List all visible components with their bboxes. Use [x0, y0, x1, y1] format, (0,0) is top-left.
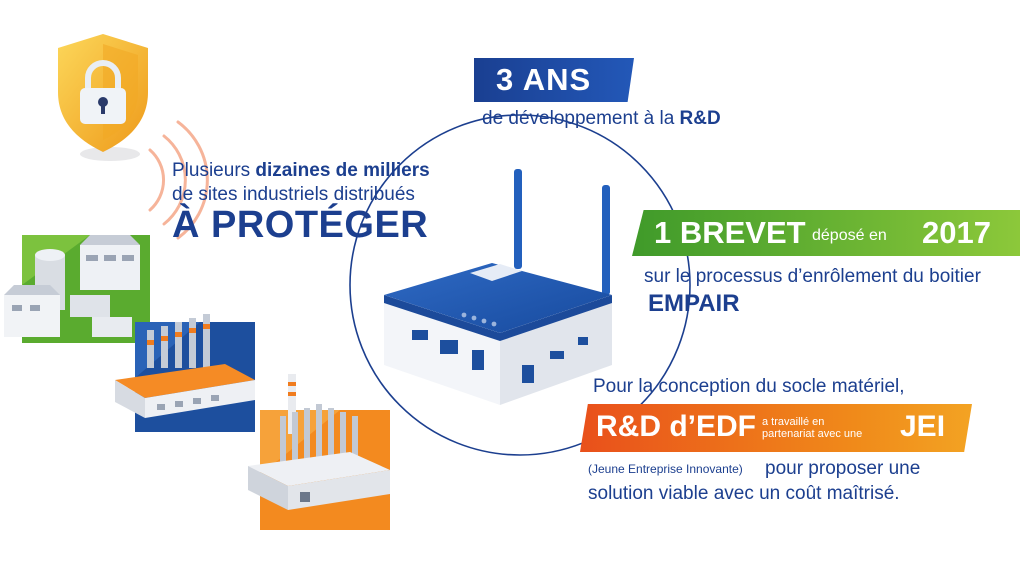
jei-line1: pour proposer une [765, 458, 921, 479]
patent-mid: déposé en [812, 227, 887, 244]
factory-icon [115, 314, 255, 432]
jei-label: JEI [900, 410, 946, 443]
jei-line2: solution viable avec un coût maîtrisé. [588, 483, 900, 504]
edf-label: R&D d’EDF [596, 410, 756, 443]
patent-product-name: EMPAIR [648, 290, 740, 317]
years-description: de développement à la R&D [482, 108, 721, 130]
sites-line1-prefix: Plusieurs [172, 160, 256, 181]
edf-small-2: partenariat avec une [762, 428, 863, 440]
patent-band: 1 BREVET déposé en 2017 [632, 210, 1020, 256]
jei-expansion: (Jeune Entreprise Innovante) [588, 462, 743, 476]
years-label: 3 ANS [496, 62, 592, 97]
years-band: 3 ANS [474, 58, 634, 102]
patent-description: sur le processus d’enrôlement du boitier [644, 266, 981, 287]
sites-line1: Plusieurs dizaines de milliers [172, 160, 430, 182]
edf-band: R&D d’EDF a travaillé en partenariat ave… [580, 404, 972, 452]
decorative-circle [349, 114, 691, 456]
sites-heading: À PROTÉGER [172, 204, 429, 246]
shield-lock-icon [58, 34, 148, 161]
factory-chimneys-icon [248, 374, 390, 530]
sites-line1-bold: dizaines de milliers [255, 160, 430, 181]
years-desc-text: de développement à la [482, 108, 680, 129]
power-plant-icon [4, 235, 150, 343]
years-desc-bold: R&D [679, 108, 721, 129]
edf-small-1: a travaillé en [762, 416, 825, 428]
patent-year: 2017 [922, 215, 991, 250]
patent-label: 1 BREVET [654, 215, 806, 250]
sites-line2: de sites industriels distribués [172, 184, 415, 205]
signal-waves-icon [148, 120, 209, 240]
router-device-icon [384, 169, 612, 405]
conception-line: Pour la conception du socle matériel, [593, 376, 905, 397]
